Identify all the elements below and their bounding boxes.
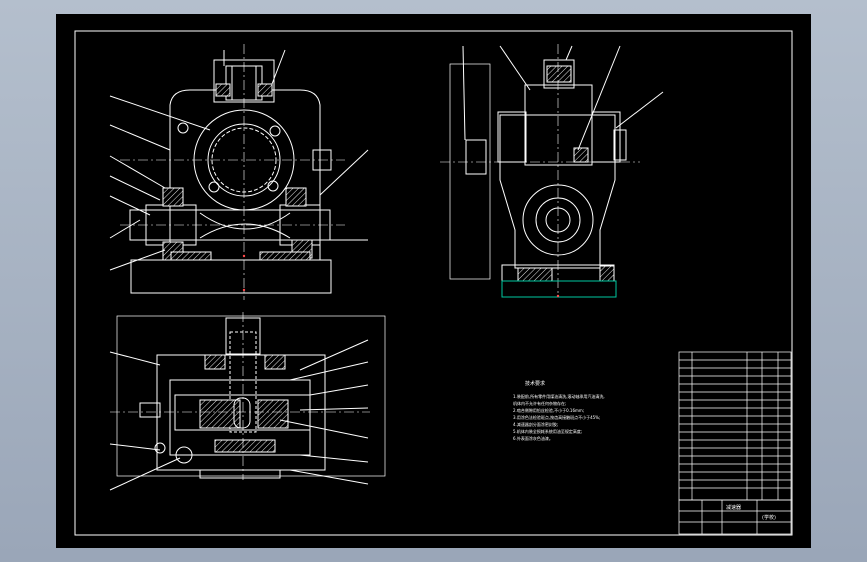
- front-view: [109, 44, 369, 300]
- drawing-sheet: [56, 14, 811, 548]
- tech-requirements-title: 技术要求: [525, 380, 545, 387]
- side-view: [440, 44, 664, 298]
- tech-requirement-line: 5.机体内装全损耗系统用油至规定高度;: [513, 428, 582, 434]
- tech-requirement-line: 2.啮合侧隙用铅丝检验,不小于0.16mm;: [513, 407, 584, 413]
- drawing-name: 减速器: [726, 504, 741, 511]
- tech-requirement-line: 1.装配前,所有零件用煤油清洗,滚动轴承用汽油清洗,: [513, 393, 605, 399]
- parts-list: [678, 351, 792, 501]
- top-view: [109, 312, 386, 491]
- tech-requirements: 技术要求 1.装配前,所有零件用煤油清洗,滚动轴承用汽油清洗, 机体内不允许有任…: [513, 380, 605, 441]
- title-block: [678, 499, 792, 535]
- tech-requirement-line: 4.减速器剖分面涂密封胶;: [513, 421, 558, 427]
- tech-requirement-line: 3.用涂色法检验斑点,按齿高接触斑点不小于45%;: [513, 414, 600, 420]
- feature-markers: [242, 254, 560, 298]
- tech-requirement-line: 机体内不允许有任何杂物存在;: [513, 400, 566, 406]
- tech-requirement-line: 6.外表面涂灰色油漆。: [513, 435, 553, 441]
- school-label: (学校): [762, 514, 776, 521]
- sheet-inner-border: [74, 30, 793, 536]
